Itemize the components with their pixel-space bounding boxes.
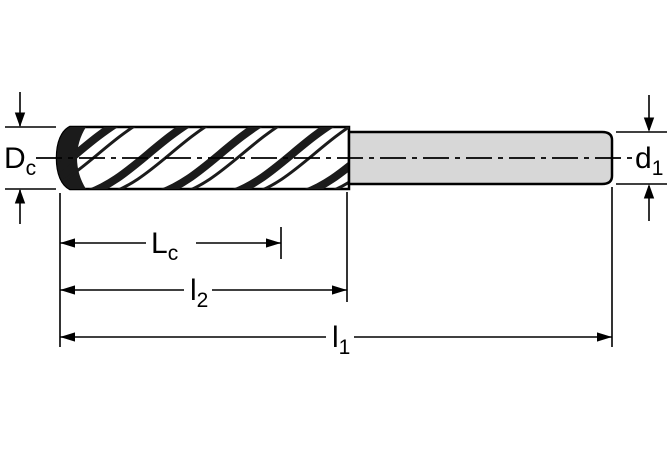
lc-arrow-left bbox=[60, 238, 75, 248]
l2-label: l2 bbox=[190, 274, 208, 312]
l2-arrow-right bbox=[332, 285, 347, 295]
dc-label: Dc bbox=[4, 142, 36, 180]
lc-dimension: Lc bbox=[60, 227, 281, 265]
dc-arrow-top bbox=[14, 112, 26, 127]
d1-dimension: d1 bbox=[616, 95, 667, 221]
dc-arrow-bottom bbox=[14, 189, 26, 204]
l2-dimension: l2 bbox=[60, 274, 347, 312]
l1-dimension: l1 bbox=[60, 321, 612, 359]
dc-dimension: Dc bbox=[4, 92, 56, 224]
l2-arrow-left bbox=[60, 285, 75, 295]
lc-label: Lc bbox=[151, 227, 178, 265]
flute-helix-lines bbox=[57, 127, 349, 189]
d1-arrow-bottom bbox=[643, 184, 655, 199]
d1-label: d1 bbox=[635, 142, 663, 180]
l1-label: l1 bbox=[332, 321, 350, 359]
lc-arrow-right bbox=[266, 238, 281, 248]
d1-arrow-top bbox=[643, 117, 655, 132]
l1-arrow-left bbox=[60, 332, 75, 342]
l1-arrow-right bbox=[597, 332, 612, 342]
